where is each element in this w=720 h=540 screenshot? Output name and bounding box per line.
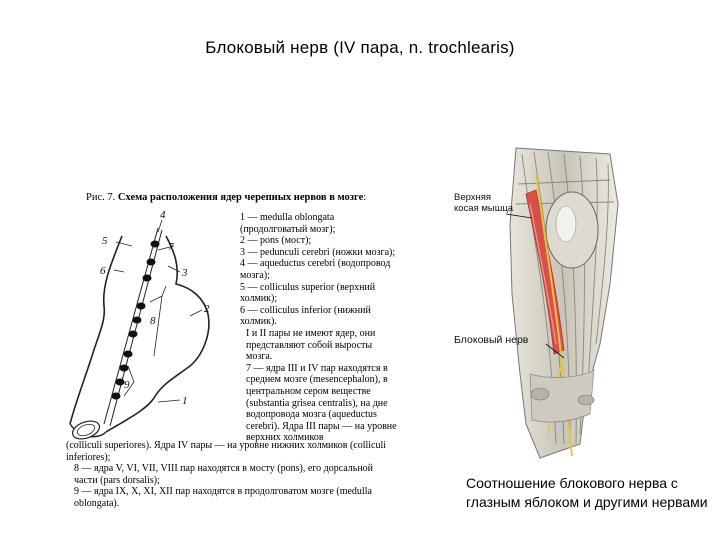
figure-bottom-text: (colliculi superiores). Ядра IV пары — н… xyxy=(66,440,396,510)
label-trochlear-nerve: Блоковый нерв xyxy=(454,334,529,346)
bottom-line: (colliculi superiores). Ядра IV пары — н… xyxy=(66,440,387,463)
slide-title: Блоковый нерв (IV пара, n. trochlearis) xyxy=(205,38,515,57)
legend-item: 2 — pons (мост); xyxy=(240,235,312,247)
callout-8: 8 xyxy=(150,315,156,327)
figure-number: Рис. 7. xyxy=(86,192,116,203)
callout-1: 1 xyxy=(182,395,188,407)
callout-9: 9 xyxy=(124,379,130,391)
brainstem-diagram: 4 5 6 7 3 2 8 9 1 xyxy=(69,209,210,440)
orbit-anatomy-illustration xyxy=(505,147,619,459)
nuclei-scheme-figure: Рис. 7. Схема расположения ядер черепных… xyxy=(62,186,400,516)
figure-heading-text: Схема расположения ядер черепных нервов … xyxy=(117,192,364,203)
legend-item: 4 — aqueductus cerebri (водопровод мозга… xyxy=(240,258,391,281)
figure-heading-colon: : xyxy=(363,192,367,203)
legend-item: 1 — medulla oblongata (продолговатый моз… xyxy=(240,212,336,235)
callout-6: 6 xyxy=(100,265,106,277)
legend-item: 6 — colliculus inferior (нижний холмик). xyxy=(240,304,371,328)
legend-item: 3 — pedunculi cerebri (ножки мозга); xyxy=(240,246,396,258)
bottom-line: 9 — ядра IX, X, XI, XII пар находятся в … xyxy=(74,486,372,509)
callout-7: 7 xyxy=(168,241,174,253)
figure-legend: 1 — medulla oblongata (продолговатый моз… xyxy=(240,212,400,444)
orbit-anatomy-figure: Верхняя косая мышца Блоковый нерв xyxy=(454,144,620,460)
callout-2: 2 xyxy=(204,303,210,315)
callout-3: 3 xyxy=(181,267,188,279)
callout-5: 5 xyxy=(102,235,108,247)
label-superior-oblique: Верхняя косая мышца xyxy=(454,192,514,214)
callout-4: 4 xyxy=(160,209,166,221)
bottom-line: 8 — ядра V, VI, VII, VIII пар находятся … xyxy=(74,463,374,486)
legend-item: I и II пары не имеют ядер, они представл… xyxy=(246,327,376,363)
legend-item: 5 — colliculus superior (верхний холмик)… xyxy=(240,281,376,305)
figure-caption: Соотношение блокового нерва с глазным яб… xyxy=(466,475,708,510)
figure-heading: Рис. 7. Схема расположения ядер черепных… xyxy=(86,192,366,203)
legend-item: 7 — ядра III и IV пар находятся в средне… xyxy=(246,362,397,444)
